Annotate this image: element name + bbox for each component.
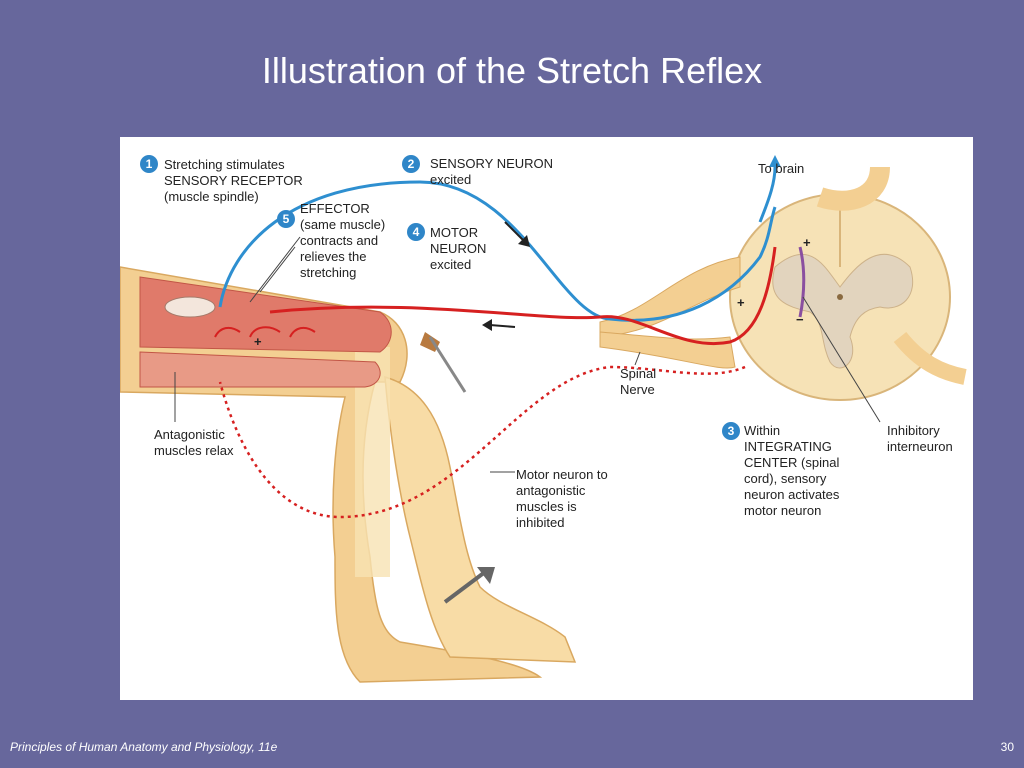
- movement-arrow: [443, 567, 495, 604]
- spinal-nerve-label: Spinal Nerve: [620, 366, 656, 398]
- antagonistic-line-2: muscles relax: [154, 443, 234, 458]
- step-5-label: EFFECTOR (same muscle) contracts and rel…: [300, 201, 385, 281]
- synapse-plus-motor: +: [737, 295, 745, 310]
- step-3-line-2: INTEGRATING: [744, 439, 832, 454]
- motor-antagonistic-line-1: Motor neuron to: [516, 467, 608, 482]
- inhibitory-label: Inhibitory interneuron: [887, 423, 953, 455]
- antagonistic-label: Antagonistic muscles relax: [154, 427, 233, 459]
- step-4-label: MOTOR NEURON excited: [430, 225, 486, 273]
- step-2-line-2: excited: [430, 172, 472, 187]
- spinal-nerve-line-2: Nerve: [620, 382, 655, 397]
- motor-antagonistic-line-4: inhibited: [516, 515, 565, 530]
- step-5-line-3: contracts and: [300, 233, 379, 248]
- motor-antagonistic-label: Motor neuron to antagonistic muscles is …: [516, 467, 608, 531]
- step5-pointer: [249, 236, 301, 303]
- spinal-nerve-pointer: [634, 351, 641, 366]
- inhibitory-line-2: interneuron: [887, 439, 953, 454]
- spinal-cord: [729, 193, 951, 401]
- motor-endplates: [214, 326, 316, 338]
- slide-title: Illustration of the Stretch Reflex: [261, 50, 763, 91]
- step-4-line-3: excited: [430, 257, 472, 272]
- antagonist-motor-path: [218, 365, 746, 519]
- step-3-line-1: Within: [744, 423, 781, 438]
- synapse-minus: −: [796, 312, 804, 327]
- step-3-line-5: neuron activates: [744, 487, 840, 502]
- step-5-badge: 5: [277, 210, 295, 228]
- to-brain-arrowhead: [769, 155, 781, 167]
- page-number: 30: [1000, 740, 1014, 754]
- step-3-badge: 3: [722, 422, 740, 440]
- motor-antagonistic-line-2: antagonistic: [516, 483, 586, 498]
- spinal-nerve: [599, 166, 967, 385]
- inhibitory-interneuron-path: [798, 246, 806, 318]
- step-5-line-2: (same muscle): [300, 217, 386, 232]
- step-4-badge: 4: [407, 223, 425, 241]
- footer-source: Principles of Human Anatomy and Physiolo…: [10, 740, 278, 754]
- reflex-illustration: [120, 155, 967, 683]
- step-2-label: SENSORY NEURON excited: [430, 156, 553, 188]
- quadriceps-muscle: [139, 276, 392, 388]
- step1-pointer: [259, 246, 296, 293]
- sensory-to-brain-path: [758, 166, 777, 223]
- to-brain-label: To brain: [758, 161, 805, 176]
- step-2-badge: 2: [402, 155, 420, 173]
- step-3-line-4: cord), sensory: [744, 471, 827, 486]
- step-1-label: Stretching stimulates SENSORY RECEPTOR (…: [164, 157, 303, 205]
- step-5-line-1: EFFECTOR: [300, 201, 370, 216]
- motor-neuron-path: [269, 246, 777, 345]
- inhibitory-pointer: [802, 296, 881, 423]
- spinal-nerve-line-1: Spinal: [620, 366, 657, 381]
- synapse-plus-muscle: +: [254, 334, 262, 349]
- step-1-line-2: SENSORY RECEPTOR: [164, 173, 303, 188]
- step-1-line-1: Stretching stimulates: [164, 157, 285, 172]
- step-3-label: Within INTEGRATING CENTER (spinal cord),…: [744, 423, 839, 519]
- step-5-line-5: stretching: [300, 265, 357, 280]
- step-3-line-3: CENTER (spinal: [744, 455, 840, 470]
- synapse-plus-top: +: [803, 235, 811, 250]
- step-1-badge: 1: [140, 155, 158, 173]
- motor-antagonistic-line-3: muscles is: [516, 499, 577, 514]
- step-5-line-4: relieves the: [300, 249, 367, 264]
- step-3-line-6: motor neuron: [744, 503, 822, 518]
- antagonistic-line-1: Antagonistic: [154, 427, 225, 442]
- inhibitory-line-1: Inhibitory: [887, 423, 940, 438]
- step-4-line-2: NEURON: [430, 241, 487, 256]
- reflex-hammer: [420, 332, 467, 393]
- step-1-line-3: (muscle spindle): [164, 189, 259, 204]
- direction-arrows: [482, 221, 530, 331]
- step-4-line-1: MOTOR: [430, 225, 479, 240]
- stretch-reflex-figure: + + + − 1 Stretching stimulates SENSORY …: [120, 137, 973, 700]
- step-2-line-1: SENSORY NEURON: [430, 156, 554, 171]
